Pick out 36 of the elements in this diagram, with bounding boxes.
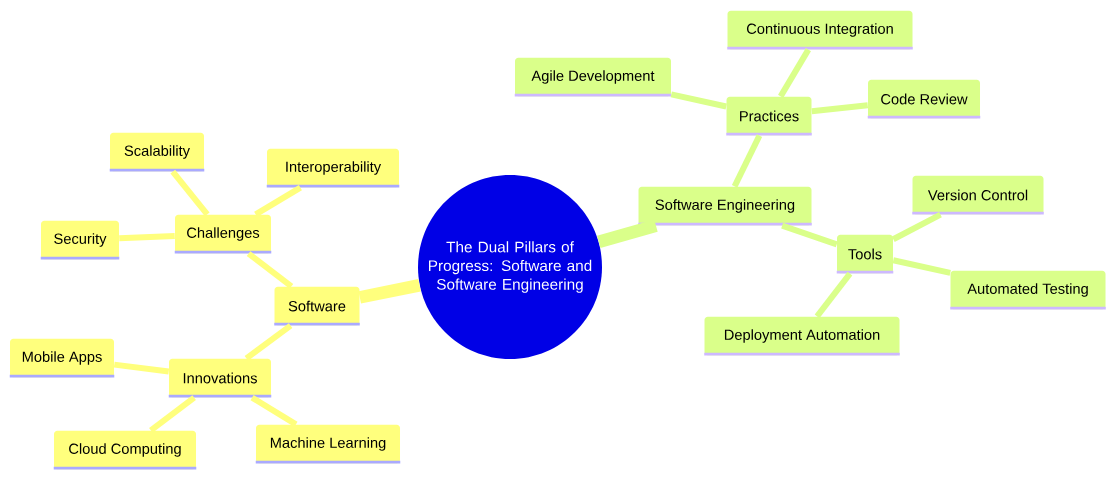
- connector-line: [670, 91, 727, 110]
- connector-line: [778, 48, 811, 98]
- topic-box: Practices: [726, 96, 812, 136]
- topic-box: Automated Testing: [950, 270, 1106, 310]
- connector-line: [358, 279, 421, 304]
- connector-line: [892, 257, 951, 276]
- connector-line: [891, 211, 942, 242]
- topic-box: Scalability: [109, 132, 205, 172]
- connector-line: [246, 251, 294, 289]
- topic-box: Software Engineering: [638, 186, 812, 226]
- connector-line: [731, 134, 763, 188]
- connector-line: [254, 185, 302, 217]
- connector-line: [814, 271, 853, 319]
- connector-line: [119, 233, 175, 242]
- connector-line: [170, 169, 210, 217]
- topic-box: Agile Development: [514, 57, 672, 97]
- topic-box: Software: [274, 286, 360, 326]
- topic-box: Challenges: [174, 214, 272, 254]
- topic-box: Interoperability: [266, 148, 400, 188]
- topic-box: Tools: [836, 234, 894, 274]
- connector-line: [149, 395, 196, 433]
- topic-box: Code Review: [867, 79, 981, 119]
- topic-box: Continuous Integration: [727, 10, 913, 50]
- connector-line: [597, 219, 658, 248]
- connector-line: [781, 222, 838, 248]
- topic-box: Version Control: [912, 175, 1044, 215]
- topic-box: Machine Learning: [255, 424, 401, 464]
- topic-box: Cloud Computing: [53, 430, 197, 470]
- connector-line: [244, 323, 293, 361]
- connector-line: [113, 361, 170, 375]
- topic-box: Mobile Apps: [9, 338, 115, 378]
- connector-line: [250, 395, 298, 427]
- topic-box: Innovations: [168, 358, 272, 398]
- connector-line: [811, 102, 869, 115]
- topic-box: Deployment Automation: [704, 316, 900, 356]
- topic-box: Security: [40, 220, 120, 260]
